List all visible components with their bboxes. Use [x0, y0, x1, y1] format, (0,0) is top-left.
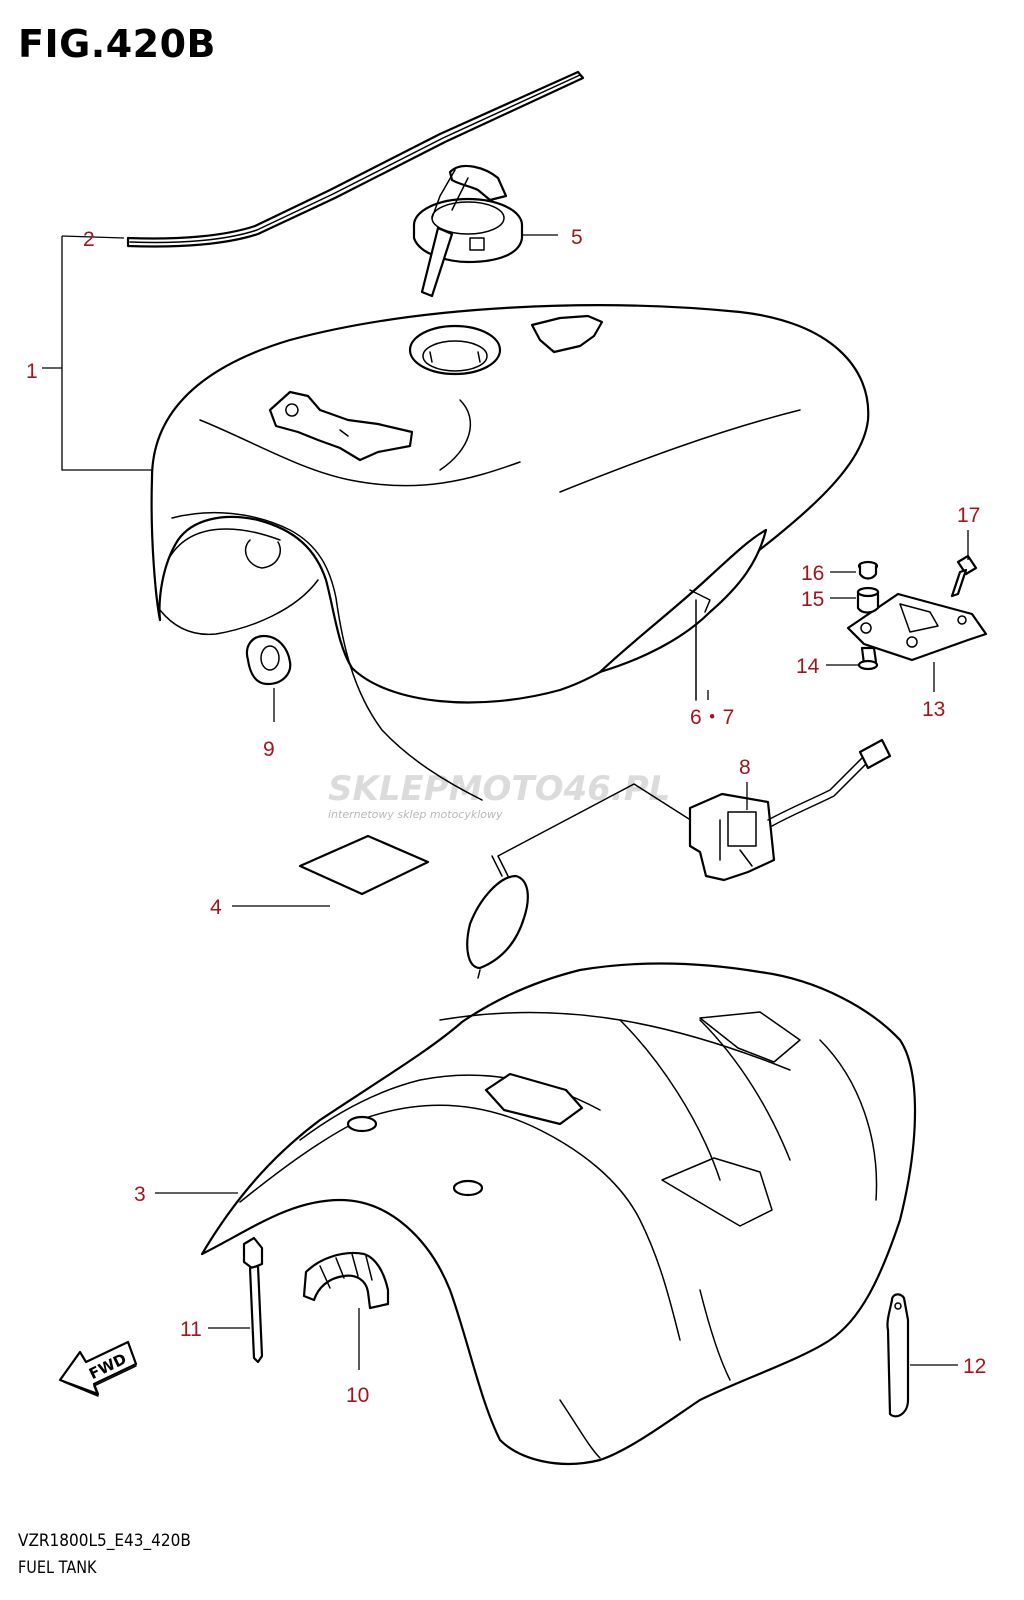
part-3-heat-shield: [200, 962, 917, 1466]
callout-3: 3: [134, 1183, 146, 1206]
footer-section-name: FUEL TANK: [18, 1558, 97, 1578]
callout-17: 17: [957, 504, 980, 527]
part-2-seal-strip: [126, 70, 585, 248]
part-17-bolt: [950, 554, 978, 598]
callout-4: 4: [210, 896, 222, 919]
callout-13: 13: [922, 698, 945, 721]
callout-numbers: 2 1 5 4 3 6・7 8 9 10 11 12 13 14 15 16 1…: [26, 226, 986, 1407]
part-11-cable-tie: [242, 1236, 264, 1364]
figure-title: FIG.420B: [18, 22, 217, 66]
watermark-tagline: internetowy sklep motocyklowy: [328, 808, 503, 821]
part-10-clamp-cushion: [302, 1251, 390, 1310]
part-15-rubber-cushion: [856, 586, 880, 614]
callout-11: 11: [180, 1318, 202, 1341]
callout-14: 14: [796, 655, 820, 678]
part-5-fuel-cap: [412, 164, 524, 298]
part-4-label: [298, 834, 430, 896]
part-12-clamp-band: [886, 1293, 910, 1418]
callout-12: 12: [963, 1355, 986, 1378]
part-9-grommet: [245, 634, 292, 686]
callout-1: 1: [26, 360, 38, 383]
callout-6-7: 6・7: [690, 706, 734, 729]
leader-lines: [42, 234, 969, 1370]
part-16-collar: [857, 560, 879, 580]
callout-2: 2: [83, 228, 95, 251]
watermark: SKLEPMOTO46.PL internetowy sklep motocyk…: [328, 769, 670, 821]
callout-15: 15: [801, 588, 824, 611]
part-14-bolt: [857, 646, 879, 671]
callout-10: 10: [346, 1384, 369, 1407]
callout-16: 16: [801, 562, 824, 585]
callout-5: 5: [571, 226, 583, 249]
fwd-direction-arrow: FWD: [58, 1340, 138, 1397]
footer-model-code: VZR1800L5_E43_420B: [18, 1531, 191, 1551]
callout-8: 8: [739, 756, 751, 779]
part-13-bracket: [846, 592, 988, 662]
callout-9: 9: [263, 738, 275, 761]
part-1-fuel-tank: [150, 304, 870, 801]
part-8-fuel-level-sensor: [466, 738, 892, 979]
watermark-brand: SKLEPMOTO46.PL: [328, 769, 670, 809]
